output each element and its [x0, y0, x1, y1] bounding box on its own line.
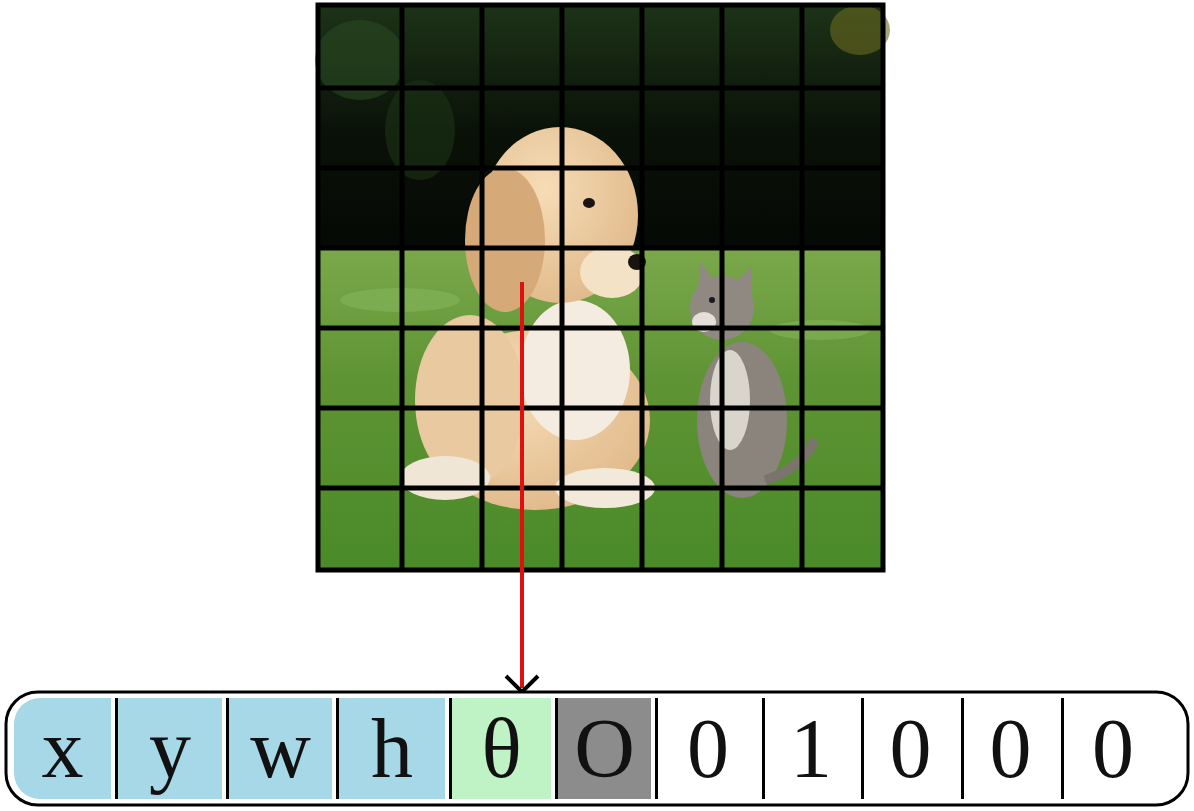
- pointer-arrow: [506, 282, 538, 692]
- vector-cell: 0: [655, 698, 758, 799]
- vector-cell: w: [226, 698, 332, 799]
- vector-cell: 0: [861, 698, 957, 799]
- vector-cell: h: [336, 698, 445, 799]
- vector-value: w: [250, 707, 311, 791]
- vector-value: 0: [890, 707, 932, 791]
- photo: [315, 5, 890, 570]
- vector-value: 0: [1092, 707, 1134, 791]
- vector-cell: 1: [762, 698, 857, 799]
- grid-lines: [318, 5, 883, 570]
- vector-value: O: [574, 707, 635, 791]
- vector-cell: x: [14, 698, 111, 799]
- vector-value: 1: [790, 707, 832, 791]
- vector-cell: 0: [1061, 698, 1162, 799]
- vector-value: 0: [687, 707, 729, 791]
- vector-capsule: [6, 692, 1188, 805]
- vector-cell: y: [115, 698, 222, 799]
- vector-value: h: [371, 707, 413, 791]
- vector-cell: θ: [449, 698, 551, 799]
- vector-value: x: [42, 707, 84, 791]
- vector-value: 0: [990, 707, 1032, 791]
- vector-value: y: [149, 707, 191, 791]
- vector-value: θ: [481, 707, 521, 791]
- vector-cell: O: [555, 698, 651, 799]
- vector-cell: 0: [961, 698, 1057, 799]
